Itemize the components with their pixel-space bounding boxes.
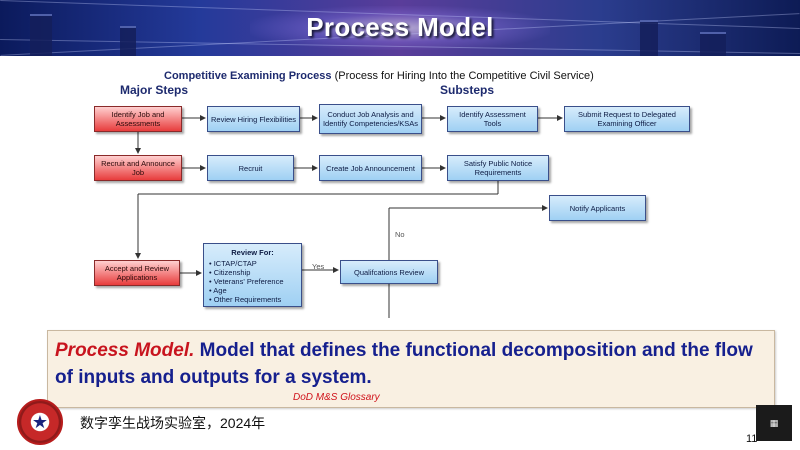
diagram-title-bold: Competitive Examining Process [164,70,332,82]
identify-job-box: Identify Job and Assessments [94,106,182,132]
conduct-job-analysis-box: Conduct Job Analysis and Identify Compet… [319,104,422,134]
footer-text: 数字孪生战场实验室，2024年 [80,415,266,431]
review-for-item: • Age [209,286,227,295]
review-for-title: Review For: [231,248,274,257]
diagram-title-rest: (Process for Hiring Into the Competitive… [334,70,594,82]
definition-text: Process Model. Model that defines the fu… [55,337,767,391]
qr-logo: ▦ [756,405,792,441]
yes-label: Yes [312,262,325,271]
page-number: 11 [746,433,758,445]
submit-request-box: Submit Request to Delegated Examining Of… [564,106,690,132]
review-hiring-box: Review Hiring Flexibilities [207,106,300,132]
satisfy-notice-box: Satisfy Public Notice Requirements [447,155,549,181]
banner-decoration [120,26,136,56]
review-for-item: • Citizenship [209,268,251,277]
review-for-item: • ICTAP/CTAP [209,259,257,268]
definition-source: DoD M&S Glossary [293,392,380,403]
identify-tools-box: Identify Assessment Tools [447,106,538,132]
banner-decoration [30,14,52,56]
review-for-item: • Other Requirements [209,295,282,304]
diagram-title: Competitive Examining Process (Process f… [164,70,594,82]
substeps-heading: Substeps [440,83,495,97]
accept-review-box: Accept and Review Applications [94,260,180,286]
no-label: No [395,230,405,239]
banner-decoration [640,20,658,56]
process-diagram: Competitive Examining Process (Process f… [88,64,748,320]
review-for-box: Review For: • ICTAP/CTAP • Citizenship •… [203,243,302,307]
review-for-item: • Veterans' Preference [209,277,284,286]
banner-decoration [700,32,726,56]
qr-code-icon: ▦ [769,417,779,428]
qualifications-review-box: Qualifcations Review [340,260,438,284]
flow-connectors [135,115,563,318]
page-title: Process Model [306,12,494,42]
definition-box: Process Model. Model that defines the fu… [47,330,775,408]
header-banner: Process Model [0,0,800,56]
notify-applicants-box: Notify Applicants [549,195,646,221]
major-steps-heading: Major Steps [120,83,189,97]
recruit-box: Recruit [207,155,294,181]
definition-body: Model that defines the functional decomp… [55,340,753,388]
banner-glow [250,6,550,50]
create-announcement-box: Create Job Announcement [319,155,422,181]
lab-logo: ★ [17,399,63,445]
star-icon: ★ [31,412,49,432]
recruit-announce-box: Recruit and Announce Job [94,155,182,181]
definition-term: Process Model. [55,340,195,361]
